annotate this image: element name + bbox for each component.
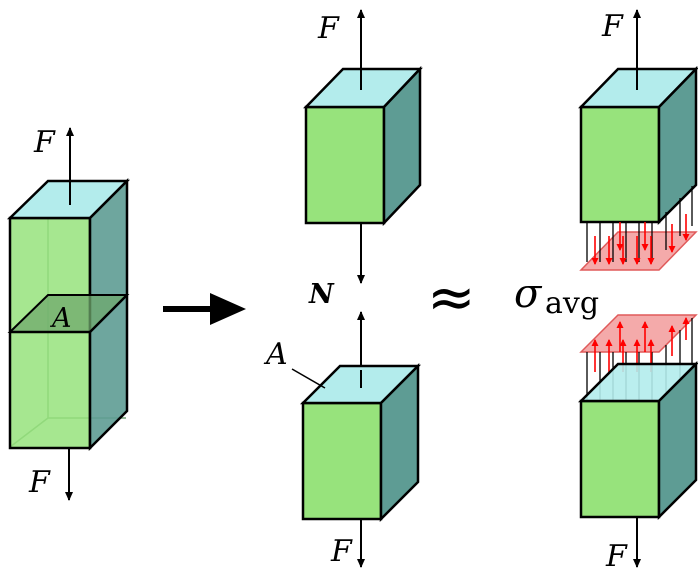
right-force-top-label: F <box>601 9 624 44</box>
stress-symbol: σ <box>514 271 543 317</box>
stress-label: σ avg <box>514 271 599 321</box>
right-force-bottom-label: F <box>605 539 628 574</box>
right-upper-stress-distribution <box>579 186 698 271</box>
area-leader-line <box>291 368 326 389</box>
middle-internal-force-label: N <box>308 279 335 310</box>
middle-area-label: A <box>263 337 288 372</box>
right-lower-side-face <box>657 360 698 521</box>
middle-upper-side-face <box>382 65 422 227</box>
middle-lower-front-face <box>301 401 383 521</box>
left-bar-force-bottom-label: F <box>28 465 51 500</box>
middle-force-top-label: F <box>317 11 340 46</box>
middle-force-bottom-label: F <box>330 534 353 569</box>
right-upper-block: F <box>578 9 698 226</box>
middle-upper-front-face <box>304 105 386 225</box>
right-upper-front-face <box>579 105 661 224</box>
right-lower-block: F <box>577 360 698 574</box>
stress-subscript: avg <box>545 286 599 321</box>
right-lower-front-face <box>579 399 661 519</box>
middle-lower-block: A F <box>263 311 422 569</box>
right-arrow-icon <box>163 293 246 325</box>
right-upper-side-face <box>657 65 698 226</box>
approx-symbol: ≈ <box>427 263 476 331</box>
left-bar: F F A <box>6 125 131 501</box>
left-bar-section-label: A <box>49 303 72 334</box>
middle-upper-block: F <box>303 9 423 284</box>
middle-lower-side-face <box>379 362 420 523</box>
left-bar-force-top-label: F <box>33 125 56 160</box>
